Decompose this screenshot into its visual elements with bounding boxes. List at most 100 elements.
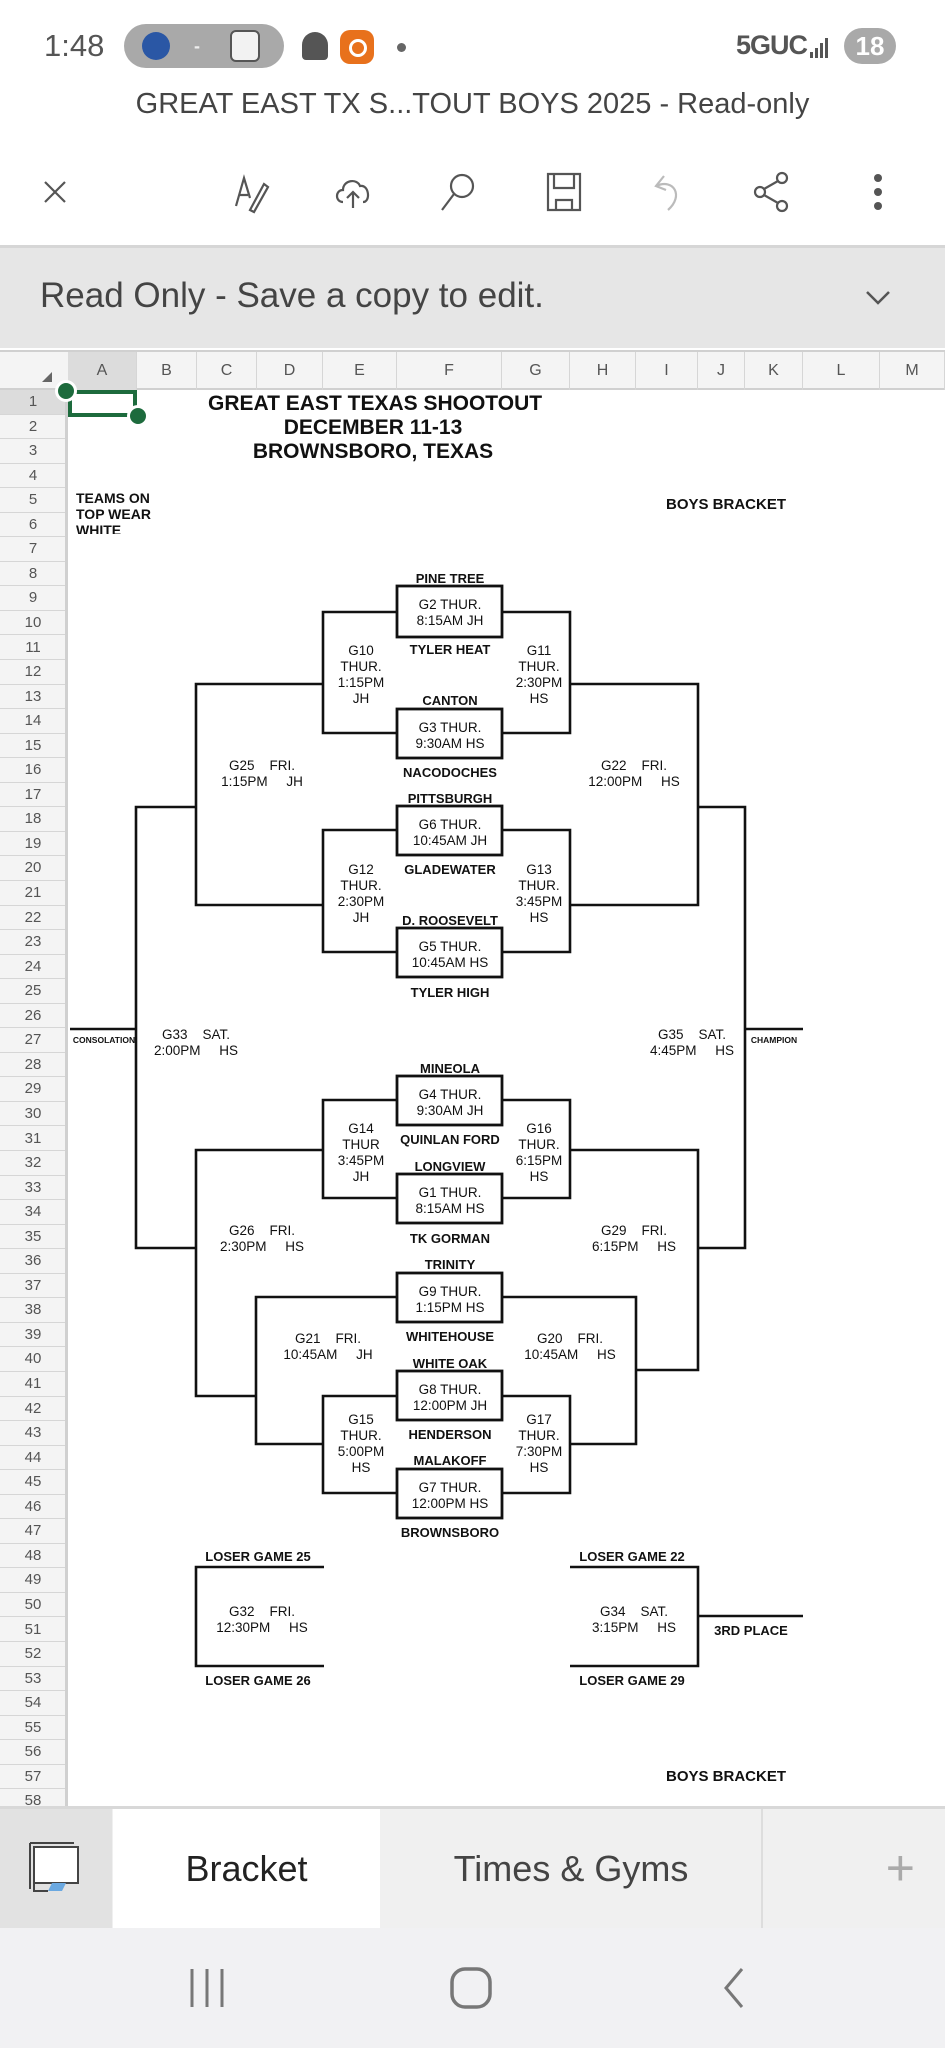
selection-handle-end[interactable] xyxy=(127,405,149,427)
game-info-line: G3 THUR. xyxy=(418,720,482,735)
search-button[interactable] xyxy=(428,162,488,222)
row-header-25[interactable]: 25 xyxy=(0,979,65,1004)
row-header-49[interactable]: 49 xyxy=(0,1568,65,1593)
game-info-line: G29 FRI. xyxy=(600,1223,668,1238)
team-brownsboro: BROWNSBORO xyxy=(400,1525,500,1540)
row-header-54[interactable]: 54 xyxy=(0,1691,65,1716)
column-header-m[interactable]: M xyxy=(880,352,945,390)
row-header-56[interactable]: 56 xyxy=(0,1740,65,1765)
row-header-27[interactable]: 27 xyxy=(0,1028,65,1053)
row-header-51[interactable]: 51 xyxy=(0,1618,65,1643)
row-header-16[interactable]: 16 xyxy=(0,758,65,783)
row-header-3[interactable]: 3 xyxy=(0,439,65,464)
undo-button[interactable] xyxy=(638,162,698,222)
column-header-c[interactable]: C xyxy=(197,352,257,390)
row-header-41[interactable]: 41 xyxy=(0,1372,65,1397)
row-header-5[interactable]: 5 xyxy=(0,488,65,513)
column-header-d[interactable]: D xyxy=(257,352,323,390)
row-header-53[interactable]: 53 xyxy=(0,1667,65,1692)
row-header-21[interactable]: 21 xyxy=(0,881,65,906)
row-header-24[interactable]: 24 xyxy=(0,955,65,980)
sheet-grid[interactable]: GREAT EAST TEXAS SHOOTOUT DECEMBER 11-13… xyxy=(68,390,945,1806)
upload-button[interactable] xyxy=(323,162,383,222)
column-header-l[interactable]: L xyxy=(803,352,880,390)
row-header-19[interactable]: 19 xyxy=(0,832,65,857)
add-sheet-button[interactable]: + xyxy=(885,1840,915,1896)
column-header-k[interactable]: K xyxy=(745,352,803,390)
back-icon[interactable] xyxy=(710,1963,760,2013)
edit-button[interactable] xyxy=(222,162,282,222)
recents-icon[interactable] xyxy=(182,1963,232,2013)
row-header-22[interactable]: 22 xyxy=(0,906,65,931)
column-header-i[interactable]: I xyxy=(636,352,698,390)
row-header-35[interactable]: 35 xyxy=(0,1225,65,1250)
row-header-42[interactable]: 42 xyxy=(0,1397,65,1422)
row-header-50[interactable]: 50 xyxy=(0,1593,65,1618)
note-line: TOP WEAR xyxy=(76,506,151,522)
row-header-1[interactable]: 1 xyxy=(0,390,65,415)
row-header-48[interactable]: 48 xyxy=(0,1544,65,1569)
row-header-4[interactable]: 4 xyxy=(0,464,65,489)
row-header-30[interactable]: 30 xyxy=(0,1102,65,1127)
row-header-37[interactable]: 37 xyxy=(0,1274,65,1299)
row-header-31[interactable]: 31 xyxy=(0,1127,65,1152)
column-header-g[interactable]: G xyxy=(502,352,570,390)
game-g4: G4 THUR.9:30AM JH xyxy=(380,1087,520,1119)
more-options-button[interactable] xyxy=(848,162,908,222)
row-header-14[interactable]: 14 xyxy=(0,709,65,734)
row-header-9[interactable]: 9 xyxy=(0,586,65,611)
row-header-47[interactable]: 47 xyxy=(0,1519,65,1544)
row-header-15[interactable]: 15 xyxy=(0,734,65,759)
game-box-g8 xyxy=(395,1369,504,1422)
column-header-e[interactable]: E xyxy=(323,352,397,390)
row-header-34[interactable]: 34 xyxy=(0,1200,65,1225)
row-header-11[interactable]: 11 xyxy=(0,636,65,661)
row-header-45[interactable]: 45 xyxy=(0,1470,65,1495)
save-button[interactable] xyxy=(534,162,594,222)
tab-bracket[interactable]: Bracket xyxy=(113,1809,380,1928)
column-header-h[interactable]: H xyxy=(570,352,636,390)
row-header-20[interactable]: 20 xyxy=(0,856,65,881)
row-header-23[interactable]: 23 xyxy=(0,930,65,955)
row-header-18[interactable]: 18 xyxy=(0,807,65,832)
row-header-28[interactable]: 28 xyxy=(0,1053,65,1078)
column-header-j[interactable]: J xyxy=(698,352,745,390)
row-header-7[interactable]: 7 xyxy=(0,537,65,562)
row-header-8[interactable]: 8 xyxy=(0,562,65,587)
row-header-6[interactable]: 6 xyxy=(0,513,65,538)
game-box-g9 xyxy=(395,1271,504,1324)
row-header-52[interactable]: 52 xyxy=(0,1642,65,1667)
row-header-26[interactable]: 26 xyxy=(0,1004,65,1029)
row-header-55[interactable]: 55 xyxy=(0,1716,65,1741)
row-header-39[interactable]: 39 xyxy=(0,1323,65,1348)
share-button[interactable] xyxy=(742,162,802,222)
select-all-corner[interactable] xyxy=(0,352,68,390)
row-header-2[interactable]: 2 xyxy=(0,415,65,440)
row-header-33[interactable]: 33 xyxy=(0,1176,65,1201)
row-header-36[interactable]: 36 xyxy=(0,1249,65,1274)
row-header-38[interactable]: 38 xyxy=(0,1298,65,1323)
row-header-32[interactable]: 32 xyxy=(0,1151,65,1176)
row-header-13[interactable]: 13 xyxy=(0,685,65,710)
undo-icon xyxy=(654,175,678,211)
chevron-down-icon[interactable] xyxy=(863,282,893,312)
live-score-pill[interactable]: - xyxy=(124,24,284,68)
sheets-list-button[interactable] xyxy=(0,1809,112,1928)
column-header-b[interactable]: B xyxy=(137,352,197,390)
row-header-17[interactable]: 17 xyxy=(0,783,65,808)
row-header-10[interactable]: 10 xyxy=(0,611,65,636)
column-header-a[interactable]: A xyxy=(68,352,137,390)
home-icon[interactable] xyxy=(446,1963,496,2013)
row-header-29[interactable]: 29 xyxy=(0,1077,65,1102)
row-header-43[interactable]: 43 xyxy=(0,1421,65,1446)
row-header-12[interactable]: 12 xyxy=(0,660,65,685)
column-header-f[interactable]: F xyxy=(397,352,502,390)
row-header-44[interactable]: 44 xyxy=(0,1446,65,1471)
row-header-46[interactable]: 46 xyxy=(0,1495,65,1520)
row-header-57[interactable]: 57 xyxy=(0,1765,65,1790)
row-header-40[interactable]: 40 xyxy=(0,1347,65,1372)
selection-handle-start[interactable] xyxy=(55,380,77,402)
row-header-58[interactable]: 58 xyxy=(0,1789,65,1806)
tab-times-gyms[interactable]: Times & Gyms xyxy=(381,1809,763,1928)
close-button[interactable] xyxy=(25,162,85,222)
